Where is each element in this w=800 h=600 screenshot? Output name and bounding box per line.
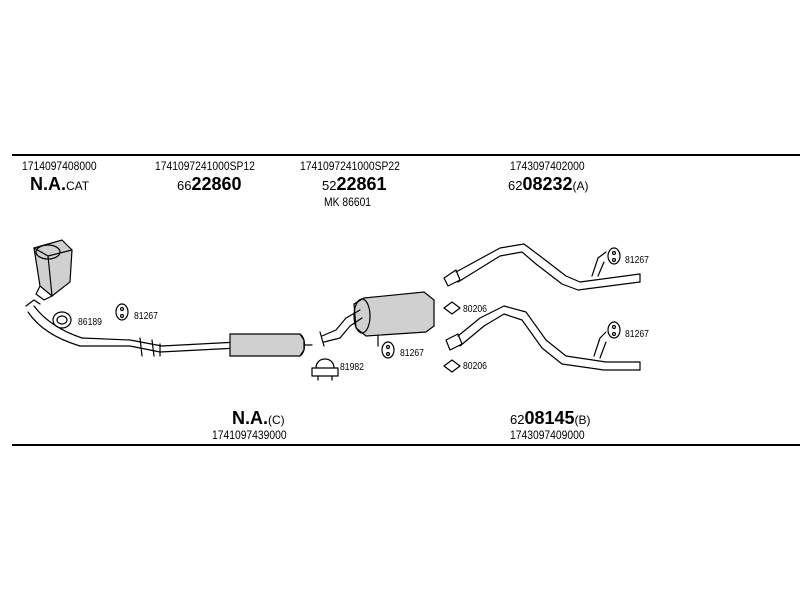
callout-hanger-right-bottom: 81267: [625, 329, 649, 340]
tail-pipe-a: [443, 243, 641, 291]
rubber-hanger-right-top: [607, 247, 621, 265]
rubber-hanger-left: [115, 303, 129, 321]
top-rule: [12, 154, 800, 156]
ref-code-middle-silencer: 5222861: [322, 174, 387, 194]
bottom-rule: [12, 444, 800, 446]
ref-code-mid-pipe: N.A.(C): [232, 408, 285, 428]
center-rear-silencer: [319, 291, 435, 347]
part-number-catalyst: 1714097408000: [22, 159, 97, 173]
callout-hanger-left: 81267: [134, 311, 158, 322]
part-number-front-pipe: 1741097241000SP12: [155, 159, 255, 173]
ring-gasket-left: [52, 311, 72, 329]
exhaust-clamp: [311, 358, 339, 381]
ref-code-rear-silencer-a: 6208232(A): [508, 174, 589, 194]
callout-hanger-right-top: 81267: [625, 255, 649, 266]
tail-pipe-b: [445, 305, 641, 371]
ref-code-front-pipe: 6622860: [177, 174, 242, 194]
callout-gasket-top: 80206: [463, 304, 487, 315]
part-number-rear-silencer-a: 1743097402000: [510, 159, 585, 173]
gasket-bottom: [443, 359, 461, 373]
part-number-mid-pipe: 1741097439000: [212, 428, 287, 442]
front-pipe: [25, 299, 239, 357]
gasket-top: [443, 301, 461, 315]
callout-hanger-mid: 81267: [400, 348, 424, 359]
rubber-hanger-right-bottom: [607, 321, 621, 339]
callout-ring-left: 86189: [78, 317, 102, 328]
ref-code-rear-silencer-b: 6208145(B): [510, 408, 591, 428]
rubber-hanger-mid: [381, 341, 395, 359]
callout-gasket-bottom: 80206: [463, 361, 487, 372]
catalytic-converter: [33, 239, 73, 301]
part-number-rear-silencer-b: 1743097409000: [510, 428, 585, 442]
part-number-middle-silencer: 1741097241000SP22: [300, 159, 400, 173]
ref-code-catalyst: N.A.CAT: [30, 174, 90, 194]
middle-silencer: [229, 333, 313, 357]
mounting-kit-code: MK 86601: [324, 195, 372, 209]
callout-clamp: 81982: [340, 362, 364, 373]
